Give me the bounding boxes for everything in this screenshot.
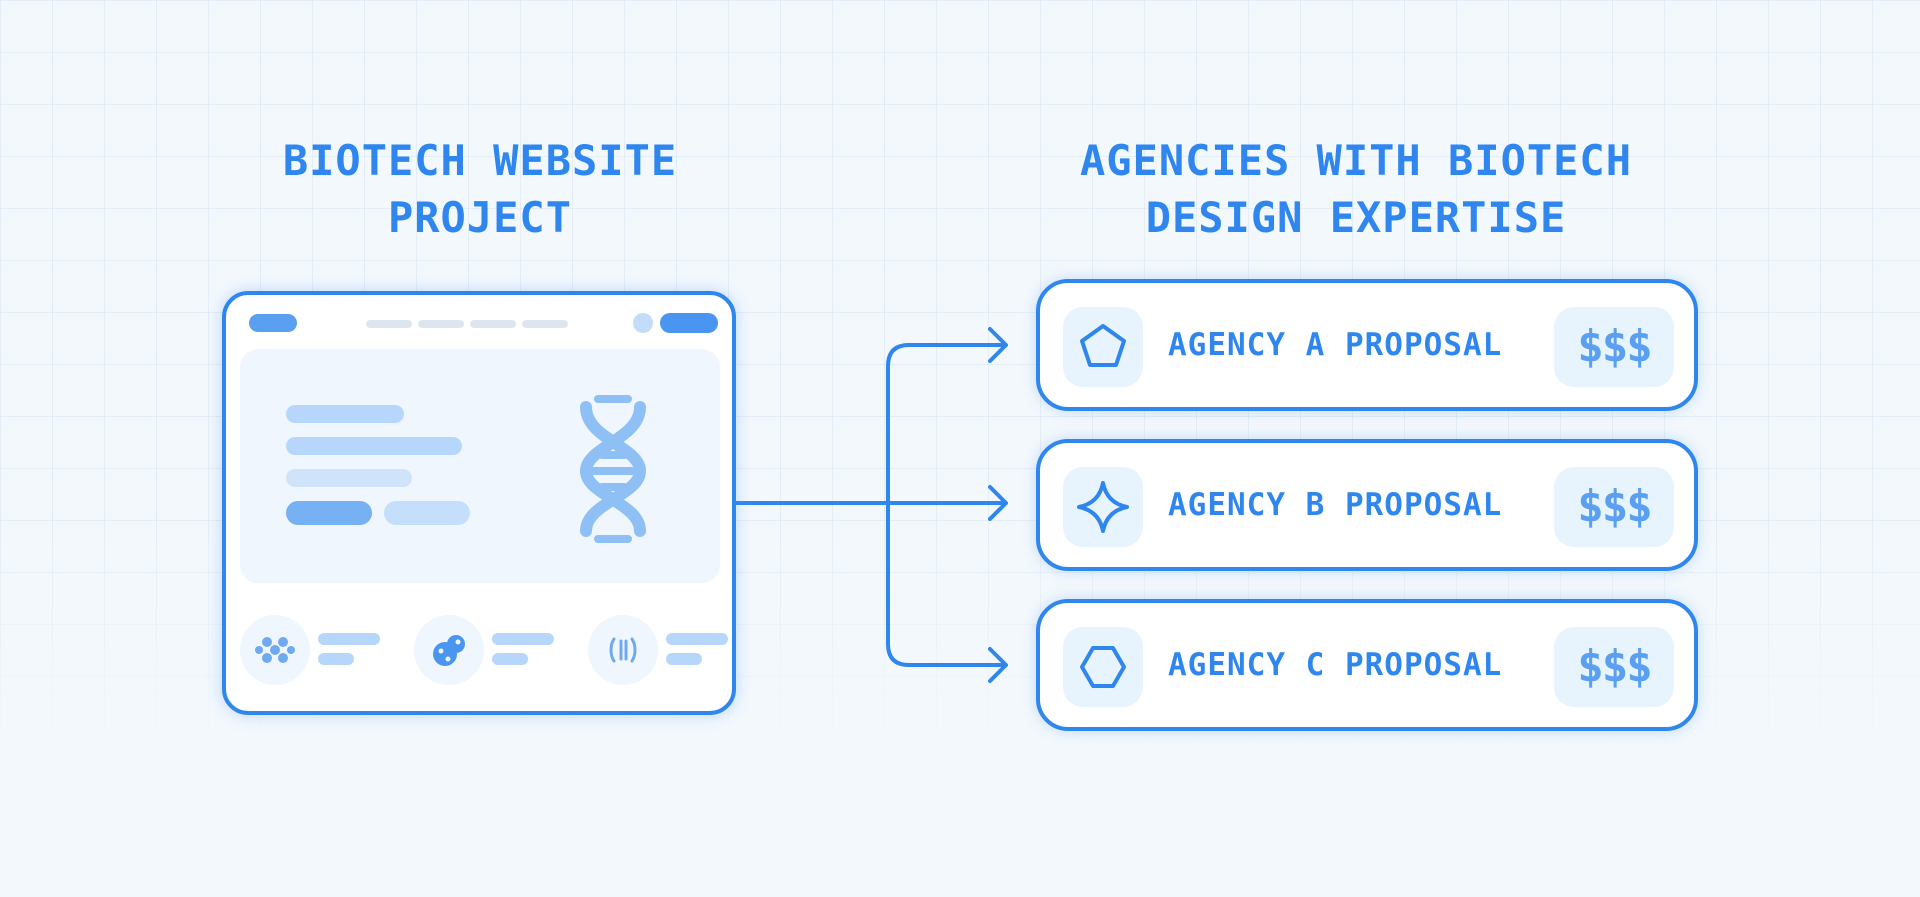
connector-branch bbox=[886, 343, 1006, 505]
feature-icon-circle bbox=[588, 615, 658, 685]
mockup-nav-link bbox=[366, 320, 412, 328]
hexagon-icon bbox=[1080, 646, 1126, 688]
proposal-icon-box bbox=[1063, 307, 1143, 387]
project-heading-line-2: PROJECT bbox=[387, 193, 572, 242]
website-mockup bbox=[222, 291, 736, 715]
feature-text-line bbox=[492, 653, 528, 665]
proposal-card-c[interactable]: AGENCY C PROPOSAL $$$ bbox=[1036, 599, 1698, 731]
arrowhead bbox=[988, 647, 1008, 683]
agencies-heading-line-1: AGENCIES WITH BIOTECH bbox=[1079, 136, 1632, 185]
arrowhead bbox=[988, 327, 1008, 363]
dna-icon bbox=[579, 395, 647, 543]
proposal-card-b[interactable]: AGENCY B PROPOSAL $$$ bbox=[1036, 439, 1698, 571]
hero-text-line bbox=[286, 469, 412, 487]
microscope-slide-icon bbox=[609, 637, 637, 663]
mockup-cta-pill bbox=[660, 313, 718, 333]
agencies-heading-line-2: DESIGN EXPERTISE bbox=[1145, 193, 1567, 242]
hero-text-line bbox=[286, 437, 462, 455]
mockup-nav-link bbox=[418, 320, 464, 328]
proposal-card-a[interactable]: AGENCY A PROPOSAL $$$ bbox=[1036, 279, 1698, 411]
project-heading-line-1: BIOTECH WEBSITE bbox=[282, 136, 678, 185]
proposal-icon-box bbox=[1063, 627, 1143, 707]
mockup-avatar bbox=[633, 313, 653, 333]
feature-text-line bbox=[492, 633, 554, 645]
proposal-label: AGENCY C PROPOSAL bbox=[1168, 647, 1503, 683]
hero-text-line bbox=[286, 405, 404, 423]
feature-text-line bbox=[318, 653, 354, 665]
proposal-label: AGENCY A PROPOSAL bbox=[1168, 327, 1503, 363]
hero-primary-button bbox=[286, 501, 372, 525]
mockup-hero bbox=[240, 349, 720, 583]
feature-icon-circle bbox=[240, 615, 310, 685]
cells-icon bbox=[255, 637, 295, 663]
bacteria-icon bbox=[433, 635, 465, 666]
proposal-icon-box bbox=[1063, 467, 1143, 547]
feature-text-line bbox=[666, 633, 728, 645]
agencies-heading: AGENCIES WITH BIOTECH DESIGN EXPERTISE bbox=[1036, 132, 1676, 246]
arrowhead bbox=[988, 485, 1008, 521]
project-heading: BIOTECH WEBSITE PROJECT bbox=[180, 132, 780, 246]
mockup-logo-pill bbox=[249, 314, 297, 332]
four-point-star-icon bbox=[1077, 481, 1129, 533]
connector-branch bbox=[886, 501, 1006, 667]
feature-text-line bbox=[666, 653, 702, 665]
price-badge: $$$ bbox=[1554, 467, 1674, 547]
feature-text-line bbox=[318, 633, 380, 645]
price-badge: $$$ bbox=[1554, 307, 1674, 387]
mockup-nav-link bbox=[470, 320, 516, 328]
pentagon-icon bbox=[1080, 324, 1126, 367]
feature-icon-circle bbox=[414, 615, 484, 685]
price-badge: $$$ bbox=[1554, 627, 1674, 707]
mockup-nav-link bbox=[522, 320, 568, 328]
proposal-label: AGENCY B PROPOSAL bbox=[1168, 487, 1503, 523]
hero-secondary-button bbox=[384, 501, 470, 525]
